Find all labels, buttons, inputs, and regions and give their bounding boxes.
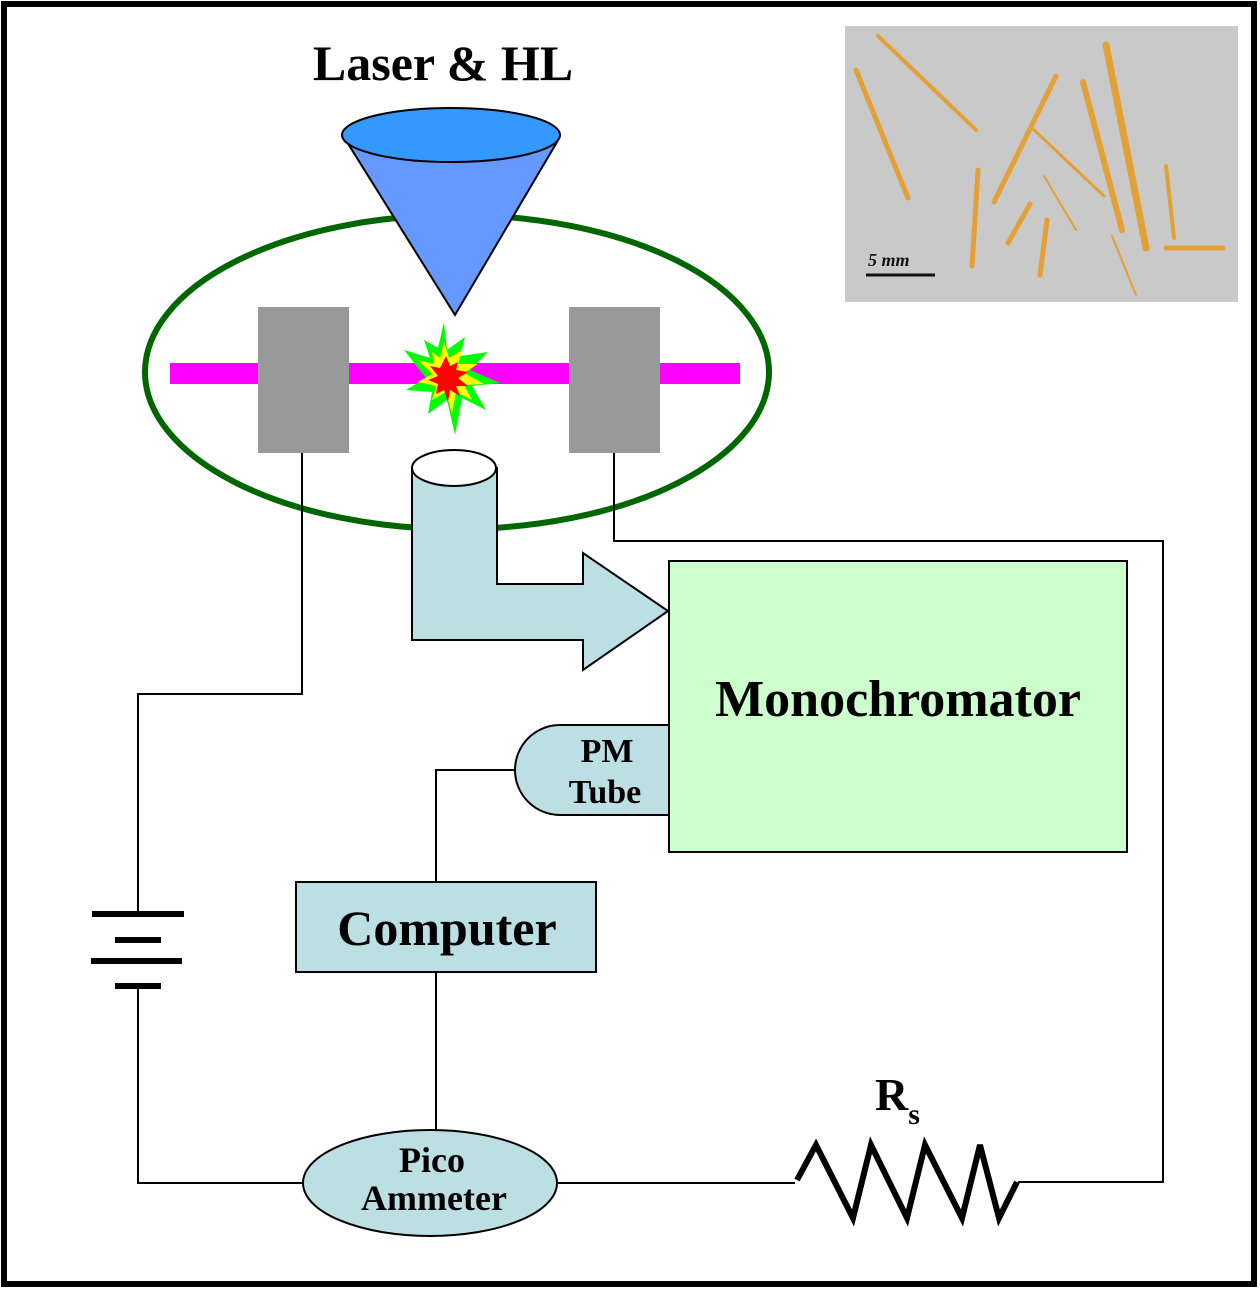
pm-tube-label-line1: PM [581,733,634,770]
right-electrode [569,307,660,453]
light-cone [341,107,561,317]
crystal-needles [853,34,1226,296]
light-guide [411,449,670,672]
scale-bar-label: 5 mm [868,250,910,270]
spark-icon [404,322,500,435]
computer-label: Computer [337,900,556,956]
pico-ammeter [302,1129,558,1237]
left-electrode [258,307,349,453]
ammeter-label-line2: Ammeter [361,1178,507,1218]
resistor-subscript: s [908,1098,920,1131]
laser-hl-label: Laser & HL [313,35,573,91]
computer-box [295,881,597,973]
pm-tube [514,724,670,816]
circuit-wires [137,453,1164,1184]
resistor-symbol: R [875,1069,909,1120]
monochromator-label: Monochromator [715,671,1081,728]
pm-tube-label-line2: Tube [569,774,641,811]
inset-photo: 5 mm [845,26,1238,302]
resistor-icon [794,1136,1020,1227]
ammeter-label-line1: Pico [399,1140,465,1180]
battery-icon [91,911,184,989]
resistor-label: Rs [875,1069,920,1131]
monochromator-box [668,560,1128,853]
